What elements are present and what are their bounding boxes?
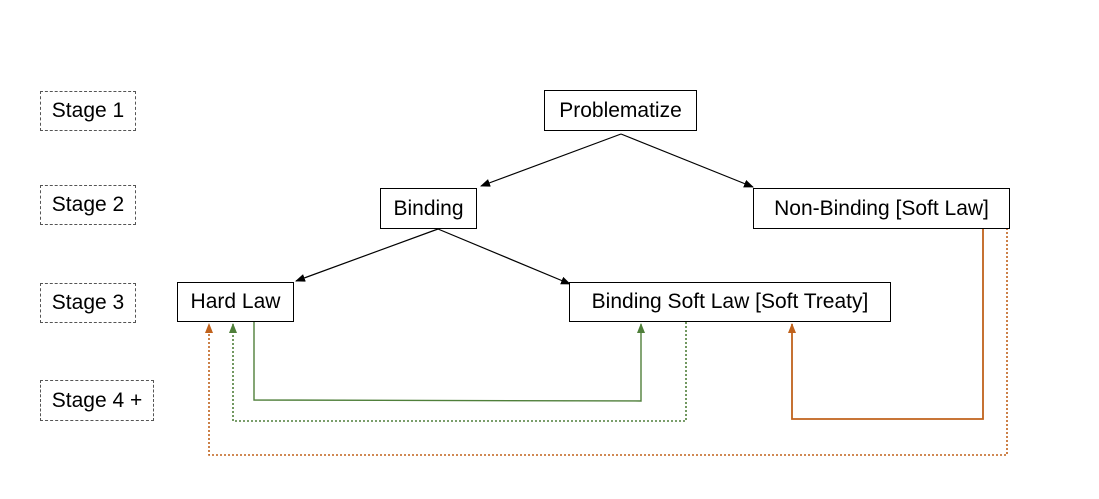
node-binding-soft-law: Binding Soft Law [Soft Treaty] xyxy=(569,282,891,322)
node-problematize: Problematize xyxy=(544,90,697,131)
edge-nonbinding-to-hardlaw xyxy=(205,228,1008,456)
stage-4-label: Stage 4 + xyxy=(40,380,154,421)
edge-nonbinding-to-bindingsoftlaw xyxy=(788,228,984,420)
stage-2-label: Stage 2 xyxy=(40,185,136,225)
stage-1-label: Stage 1 xyxy=(40,91,136,131)
stage-3-label: Stage 3 xyxy=(40,283,136,323)
edge-problematize-nonbinding xyxy=(620,133,754,188)
edge-problematize-binding xyxy=(480,133,622,187)
node-hard-law: Hard Law xyxy=(177,282,294,322)
edge-bindingsoftlaw-to-hardlaw xyxy=(229,322,687,422)
node-non-binding: Non-Binding [Soft Law] xyxy=(753,188,1010,229)
node-binding: Binding xyxy=(380,188,477,229)
edge-binding-hardlaw xyxy=(295,228,439,282)
edge-hardlaw-to-bindingsoftlaw xyxy=(253,322,645,402)
edge-binding-bindingsoftlaw xyxy=(437,228,571,285)
